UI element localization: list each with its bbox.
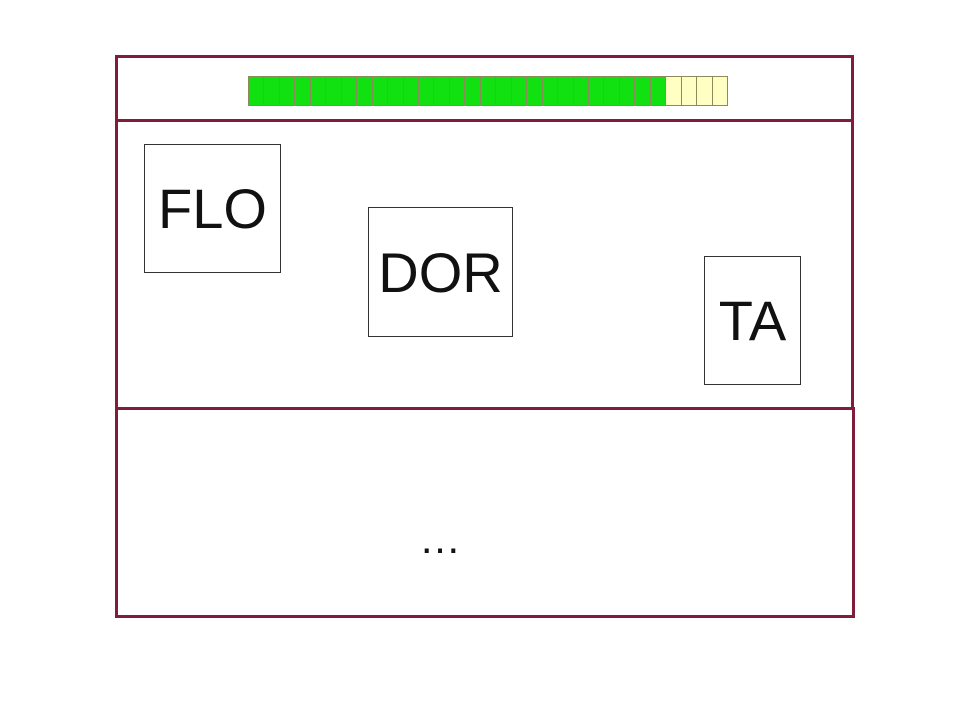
timer-segment-filled <box>464 76 481 106</box>
timer-segment-filled <box>603 76 620 106</box>
timer-segment-filled <box>557 76 574 106</box>
timer-segment-empty <box>665 76 682 106</box>
timer-segment-filled <box>294 76 311 106</box>
timer-segment-filled <box>587 76 605 106</box>
timer-segment-filled <box>278 76 296 106</box>
syllable-tile[interactable]: DOR <box>368 207 513 337</box>
timer-segment-filled <box>618 76 636 106</box>
timer-segment-empty <box>696 76 713 106</box>
timer-segment-empty <box>680 76 698 106</box>
timer-segment-filled <box>541 76 559 106</box>
timer-segment-filled <box>248 76 265 106</box>
answer-placeholder: … <box>419 515 461 562</box>
timer-segment-filled <box>526 76 543 106</box>
answer-panel[interactable] <box>115 407 855 618</box>
timer-segment-filled <box>479 76 497 106</box>
timer-segment-filled <box>448 76 466 106</box>
timer-segment-empty <box>711 76 729 106</box>
timer-segment-filled <box>634 76 651 106</box>
timer-segment-filled <box>572 76 589 106</box>
timer-segment-filled <box>387 76 404 106</box>
timer-progress-bar <box>248 76 729 106</box>
timer-segment-filled <box>495 76 512 106</box>
timer-segment-filled <box>649 76 667 106</box>
timer-segment-filled <box>402 76 419 106</box>
syllable-tile[interactable]: TA <box>704 256 801 385</box>
timer-segment-filled <box>340 76 358 106</box>
timer-segment-filled <box>325 76 342 106</box>
timer-segment-filled <box>510 76 528 106</box>
timer-segment-filled <box>417 76 435 106</box>
timer-segment-filled <box>433 76 450 106</box>
timer-segment-filled <box>356 76 373 106</box>
timer-segment-filled <box>309 76 327 106</box>
syllable-tile[interactable]: FLO <box>144 144 281 273</box>
timer-segment-filled <box>371 76 389 106</box>
timer-segment-filled <box>263 76 280 106</box>
